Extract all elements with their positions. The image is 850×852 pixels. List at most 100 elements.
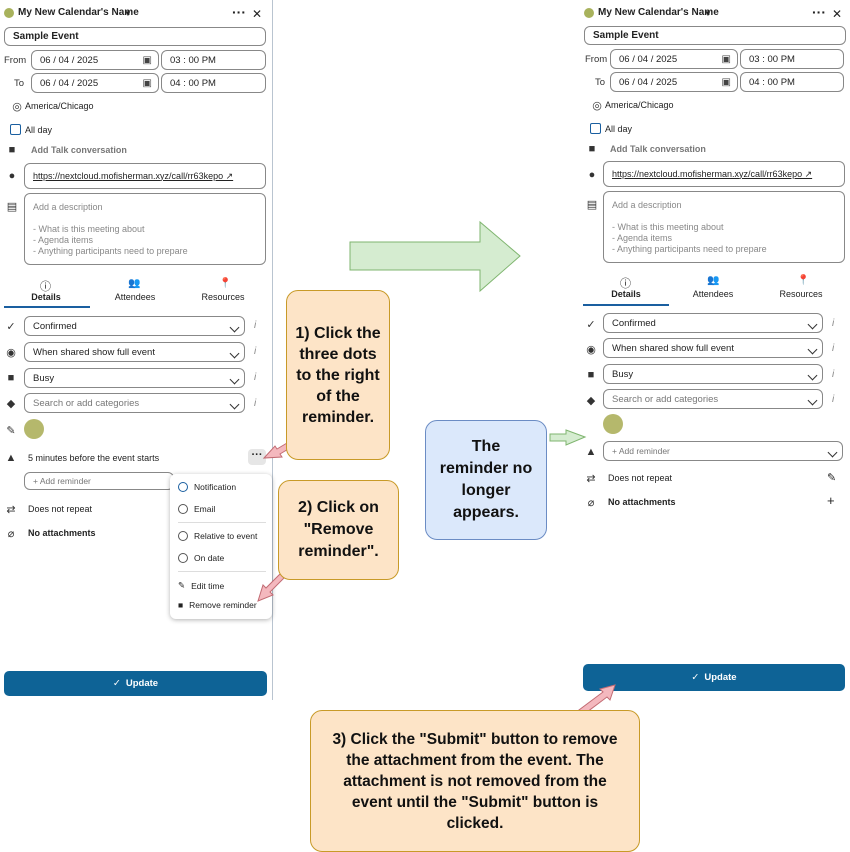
info-icon[interactable]: i: [832, 318, 835, 329]
more-options-icon[interactable]: ···: [812, 4, 826, 20]
reminder-text: 5 minutes before the event starts: [28, 453, 160, 463]
tab-attendees[interactable]: Attendees: [692, 289, 734, 299]
menu-item-remove-reminder[interactable]: ■Remove reminder: [178, 600, 257, 610]
info-icon[interactable]: i: [832, 343, 835, 354]
visibility-select[interactable]: When shared show full event: [603, 338, 823, 358]
video-icon: ■: [588, 143, 596, 155]
location-input[interactable]: https://nextcloud.mofisherman.xyz/call/r…: [24, 163, 266, 189]
location-link[interactable]: https://nextcloud.mofisherman.xyz/call/r…: [33, 170, 234, 181]
close-icon[interactable]: ✕: [252, 7, 263, 21]
update-button[interactable]: ✓Update: [4, 671, 267, 696]
from-time-input[interactable]: 03 : 00 PM: [161, 50, 266, 70]
categories-input[interactable]: Search or add categories: [603, 389, 823, 409]
menu-item-relative[interactable]: Relative to event: [178, 531, 257, 541]
event-title-input[interactable]: Sample Event: [584, 26, 846, 45]
visibility-value: When shared show full event: [33, 346, 155, 358]
event-editor-panel-after: My New Calendar's Name ▼ ··· ✕ Sample Ev…: [580, 0, 850, 694]
info-icon[interactable]: i: [254, 320, 257, 331]
info-icon[interactable]: i: [254, 398, 257, 409]
from-date-value: 06 / 04 / 2025: [40, 54, 99, 66]
repeat-text[interactable]: Does not repeat: [28, 504, 93, 514]
description-textarea[interactable]: Add a description - What is this meeting…: [24, 193, 266, 265]
description-placeholder: Add a description - What is this meeting…: [33, 202, 188, 256]
from-date-input[interactable]: 06 / 04 / 2025 ▣: [31, 50, 159, 70]
to-date-input[interactable]: 06 / 04 / 2025 ▣: [31, 73, 159, 93]
more-options-icon[interactable]: ···: [232, 4, 246, 20]
from-time-input[interactable]: 03 : 00 PM: [740, 49, 844, 69]
timezone-select[interactable]: America/Chicago: [605, 100, 674, 110]
timezone-select[interactable]: America/Chicago: [25, 101, 94, 111]
to-time-input[interactable]: 04 : 00 PM: [161, 73, 266, 93]
calendar-name[interactable]: My New Calendar's Name: [18, 7, 139, 18]
calendar-color-dot: [584, 8, 594, 18]
pencil-icon: ✎: [178, 580, 186, 590]
status-select[interactable]: Confirmed: [24, 316, 245, 336]
radio-icon: [178, 482, 188, 492]
calendar-icon[interactable]: ▣: [721, 53, 731, 65]
update-button[interactable]: ✓Update: [583, 664, 845, 691]
status-value: Confirmed: [33, 320, 77, 332]
calendar-icon[interactable]: ▣: [142, 77, 152, 89]
from-date-input[interactable]: 06 / 04 / 2025 ▣: [610, 49, 738, 69]
location-input[interactable]: https://nextcloud.mofisherman.xyz/call/r…: [603, 161, 845, 187]
info-icon[interactable]: i: [254, 372, 257, 383]
to-date-value: 06 / 04 / 2025: [619, 76, 678, 88]
categories-input[interactable]: Search or add categories: [24, 393, 245, 413]
event-title-input[interactable]: Sample Event: [4, 27, 266, 46]
tab-details[interactable]: Details: [611, 289, 641, 299]
to-date-value: 06 / 04 / 2025: [40, 77, 99, 89]
all-day-checkbox[interactable]: [10, 124, 21, 135]
tag-icon: ◆: [586, 395, 596, 407]
to-time-input[interactable]: 04 : 00 PM: [740, 72, 844, 92]
info-icon[interactable]: i: [832, 369, 835, 380]
event-editor-panel-before: My New Calendar's Name ▼ ··· ✕ Sample Ev…: [0, 0, 273, 700]
visibility-select[interactable]: When shared show full event: [24, 342, 245, 362]
to-date-input[interactable]: 06 / 04 / 2025 ▣: [610, 72, 738, 92]
color-picker-swatch[interactable]: [603, 414, 623, 434]
repeat-text[interactable]: Does not repeat: [608, 473, 673, 483]
from-label: From: [585, 54, 608, 65]
to-label: To: [595, 77, 606, 88]
big-green-arrow: [349, 220, 521, 293]
tab-resources[interactable]: Resources: [201, 292, 245, 302]
status-select[interactable]: Confirmed: [603, 313, 823, 333]
info-icon[interactable]: i: [254, 346, 257, 357]
pencil-icon[interactable]: ✎: [827, 472, 837, 484]
description-placeholder: Add a description - What is this meeting…: [612, 200, 767, 254]
add-talk-conversation[interactable]: Add Talk conversation: [610, 144, 706, 154]
close-icon[interactable]: ✕: [832, 7, 843, 21]
tab-attendees[interactable]: Attendees: [114, 292, 156, 302]
tab-details[interactable]: Details: [31, 292, 61, 302]
reminder-options-menu: Notification Email Relative to event On …: [170, 474, 272, 619]
menu-divider: [178, 522, 266, 523]
menu-item-email[interactable]: Email: [178, 504, 215, 514]
chevron-down-icon[interactable]: ▼: [704, 9, 712, 18]
location-pin-icon: 📍: [219, 278, 232, 289]
menu-item-edit-time[interactable]: ✎Edit time: [178, 580, 225, 591]
check-icon: ✓: [6, 321, 16, 333]
paperclip-icon: ⌀: [7, 528, 15, 540]
all-day-checkbox[interactable]: [590, 123, 601, 134]
add-talk-conversation[interactable]: Add Talk conversation: [31, 145, 127, 155]
add-reminder-select[interactable]: + Add reminder: [603, 441, 843, 461]
availability-select[interactable]: Busy: [24, 368, 245, 388]
info-icon[interactable]: i: [832, 394, 835, 405]
tab-resources[interactable]: Resources: [779, 289, 823, 299]
categories-placeholder: Search or add categories: [33, 397, 140, 409]
calendar-icon[interactable]: ▣: [142, 54, 152, 66]
people-icon: 👥: [128, 278, 141, 289]
calendar-name[interactable]: My New Calendar's Name: [598, 7, 719, 18]
from-date-value: 06 / 04 / 2025: [619, 53, 678, 65]
reminder-more-button[interactable]: ···: [248, 449, 266, 465]
chevron-down-icon[interactable]: ▼: [124, 9, 132, 18]
plus-icon[interactable]: +: [827, 493, 835, 508]
location-link[interactable]: https://nextcloud.mofisherman.xyz/call/r…: [612, 168, 813, 179]
calendar-icon[interactable]: ▣: [721, 76, 731, 88]
categories-placeholder: Search or add categories: [612, 393, 719, 405]
menu-item-notification[interactable]: Notification: [178, 482, 236, 492]
from-label: From: [4, 55, 27, 66]
availability-select[interactable]: Busy: [603, 364, 823, 384]
description-textarea[interactable]: Add a description - What is this meeting…: [603, 191, 845, 263]
menu-item-on-date[interactable]: On date: [178, 553, 224, 563]
color-picker-swatch[interactable]: [24, 419, 44, 439]
